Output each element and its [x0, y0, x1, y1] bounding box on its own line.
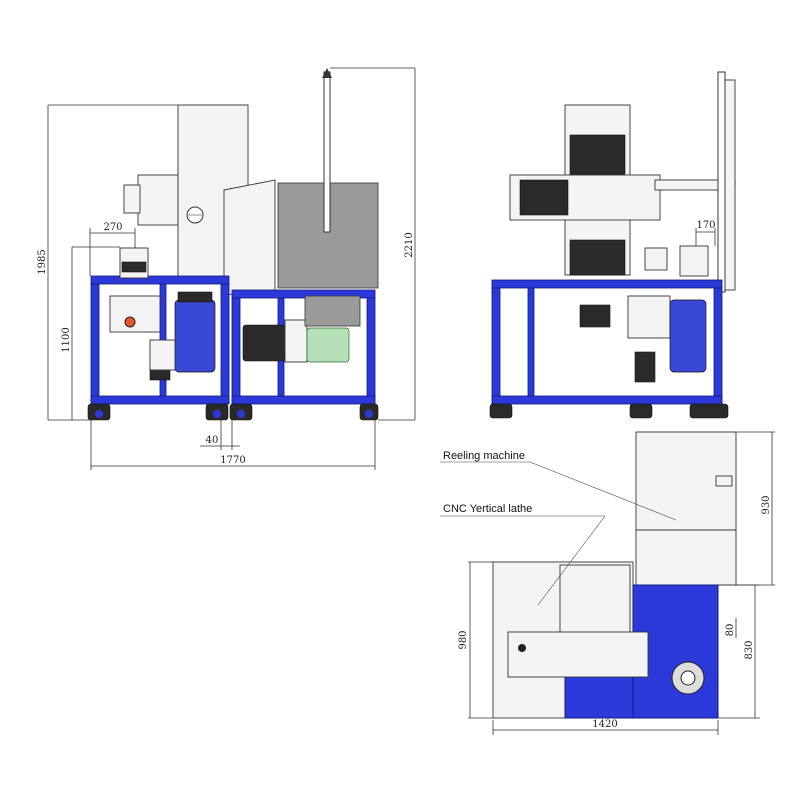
front-table-bottom — [90, 395, 230, 405]
side-fins-top — [569, 134, 626, 176]
mast-tip — [322, 68, 332, 78]
dim-top-frame-depth: 830 — [744, 640, 755, 659]
dim-top-base-depth: 980 — [458, 630, 469, 649]
dim-front-total-width: 1770 — [220, 455, 245, 466]
front-reducer — [304, 295, 361, 327]
dim-front-table-height: 1100 — [61, 327, 72, 352]
front-open-door — [223, 179, 276, 296]
front-side-knob — [123, 184, 141, 214]
side-casters — [489, 403, 729, 419]
dim-side-offset: 170 — [696, 220, 715, 231]
front-motor-2 — [242, 324, 286, 362]
front-leg-left — [90, 283, 100, 405]
front-view — [47, 67, 416, 470]
front-table2-bottom — [231, 395, 376, 405]
side-spindle — [679, 245, 709, 277]
side-leg-a — [491, 287, 501, 407]
front-valves — [109, 295, 161, 333]
top-lathe-head — [559, 564, 631, 634]
front-leg-mid — [220, 283, 230, 405]
dim-front-total-height: 1985 — [37, 249, 48, 274]
front-leg-right-a — [231, 297, 241, 405]
front-motor-1 — [174, 299, 216, 373]
front-casters — [87, 403, 379, 421]
side-view — [489, 71, 736, 419]
dim-top-small-offset: 80 — [725, 624, 736, 637]
side-mast — [717, 71, 726, 293]
label-reeling-machine: Reeling machine — [443, 450, 525, 462]
side-housing — [627, 295, 671, 339]
dim-front-gap: 40 — [206, 435, 219, 446]
dim-top-total-width: 1420 — [592, 719, 617, 730]
top-reeler-base — [635, 529, 737, 586]
front-leg-right-b — [366, 297, 376, 405]
dim-mast-height: 2210 — [404, 232, 415, 257]
dim-front-spindle-offset: 270 — [103, 222, 122, 233]
dim-top-reeler-depth: 930 — [761, 495, 772, 514]
side-motor — [669, 299, 707, 373]
front-table2-top — [231, 289, 376, 299]
side-leg-b — [713, 287, 723, 407]
side-table-bottom — [491, 395, 723, 405]
front-side-box — [137, 174, 179, 226]
top-arm — [507, 631, 649, 678]
side-table-top — [491, 279, 723, 289]
mast — [323, 71, 331, 233]
front-gearbox — [306, 327, 350, 363]
side-fins-bottom — [569, 239, 626, 276]
label-cnc-lathe: CNC Yertical lathe — [443, 503, 532, 515]
top-view — [440, 431, 775, 735]
front-table-top — [90, 275, 230, 285]
